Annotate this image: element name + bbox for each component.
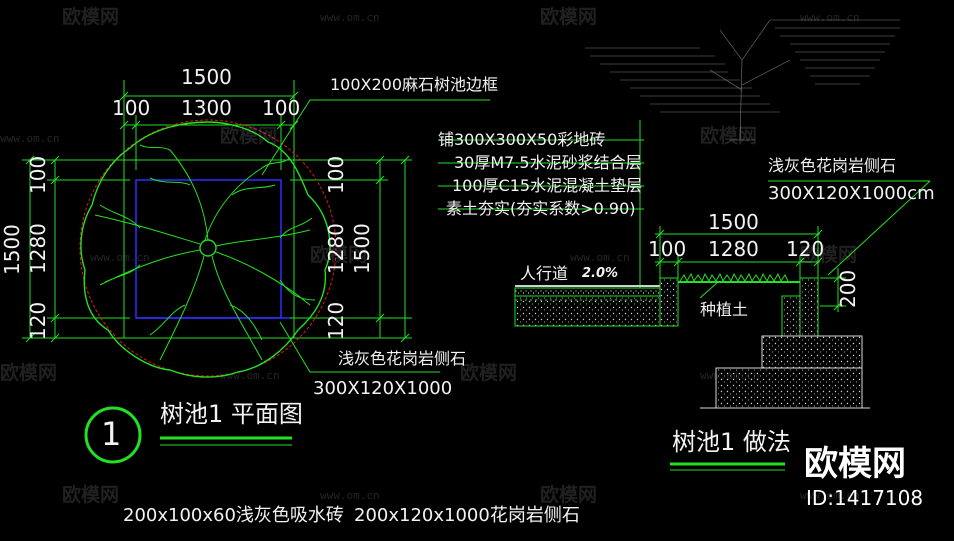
section-soil-label: 种植土 xyxy=(700,300,749,319)
watermark-url: www.om.cn xyxy=(320,489,380,502)
watermark-logo: 欧模网 xyxy=(310,244,368,266)
section-layer-label: 30厚M7.5水泥砂浆结合层 xyxy=(454,153,642,172)
watermark-url: www.om.cn xyxy=(800,489,860,502)
section-layer-label: 铺300X300X50彩地砖 xyxy=(438,130,606,149)
watermark-url: www.om.cn xyxy=(90,251,150,264)
watermark-logo: 欧模网 xyxy=(540,6,598,28)
watermark-logo: 欧模网 xyxy=(220,125,278,147)
watermark-logo: 欧模网 xyxy=(0,362,58,384)
plan-view-drawing xyxy=(22,80,490,464)
plan-dim-edge-right: 100 xyxy=(262,96,301,120)
section-layer-label: 100厚C15水泥混凝土垫层 xyxy=(452,176,643,195)
plan-dim-edge-left: 100 xyxy=(112,96,151,120)
plan-dim-right-top: 100 xyxy=(324,155,348,194)
section-layer-label: 素土夯实(夯实系数>0.90) xyxy=(446,199,636,218)
section-dim-mid: 1280 xyxy=(708,237,759,261)
section-title: 树池1 做法 xyxy=(672,428,791,456)
watermark-url: www.om.cn xyxy=(700,369,760,382)
plan-frame-callout: 100X200麻石树池边框 xyxy=(330,75,499,94)
section-curb-callout: 浅灰色花岗岩侧石 xyxy=(768,156,897,175)
section-view-drawing xyxy=(438,120,931,471)
plan-dim-left-bottom: 120 xyxy=(26,301,50,340)
bottom-note: 200x120x1000花岗岩侧石 xyxy=(354,505,580,526)
section-dim-right: 120 xyxy=(786,237,825,261)
section-slope-label: 2.0% xyxy=(582,266,619,281)
watermark-url: www.om.cn xyxy=(800,11,860,24)
section-sidewalk-label: 人行道 xyxy=(520,264,569,283)
watermark-url: www.om.cn xyxy=(570,251,630,264)
watermark-url: www.om.cn xyxy=(320,11,380,24)
section-dim-total: 1500 xyxy=(708,210,759,234)
section-dim-left: 100 xyxy=(648,237,687,261)
watermark-logo: 欧模网 xyxy=(62,6,120,28)
plan-dim-total: 1500 xyxy=(181,65,232,89)
section-dim-height: 200 xyxy=(836,269,860,308)
brand-logo: 欧模网 xyxy=(804,444,906,484)
plan-dim-right-total: 1500 xyxy=(350,223,374,274)
plan-dim-left-top: 100 xyxy=(26,155,50,194)
tree-elevation-sketch xyxy=(585,19,900,141)
section-curb-size: 300X120X1000cm xyxy=(768,183,935,204)
plan-curb-callout: 浅灰色花岗岩侧石 xyxy=(338,349,467,368)
watermark-logo: 欧模网 xyxy=(800,244,858,266)
plan-dim-left-total: 1500 xyxy=(0,224,24,275)
watermark-url: www.om.cn xyxy=(0,132,60,145)
watermark-logo: 欧模网 xyxy=(62,484,120,506)
watermark-logo: 欧模网 xyxy=(460,362,518,384)
plan-curb-size: 300X120X1000 xyxy=(313,378,453,399)
plan-dim-right-mid: 1280 xyxy=(324,223,348,274)
plan-drawing-number: 1 xyxy=(101,415,122,453)
watermark-url: www.om.cn xyxy=(220,369,280,382)
watermark-logo: 欧模网 xyxy=(540,484,598,506)
brand-id: ID:1417108 xyxy=(806,486,924,510)
bottom-note: 200x100x60浅灰色吸水砖 xyxy=(123,505,344,526)
watermark-url: www.om.cn xyxy=(480,132,540,145)
plan-dim-left-mid: 1280 xyxy=(26,223,50,274)
watermark-logo: 欧模网 xyxy=(700,125,758,147)
plan-dim-inner: 1300 xyxy=(181,96,232,120)
plan-title: 树池1 平面图 xyxy=(160,400,303,428)
plan-dim-right-bottom: 120 xyxy=(324,301,348,340)
